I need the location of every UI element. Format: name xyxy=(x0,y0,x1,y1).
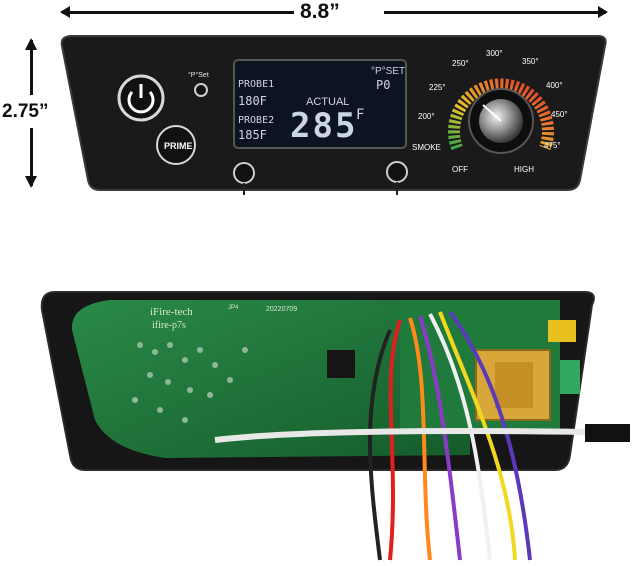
pcb-model-text: ifire-p7s xyxy=(152,320,186,331)
dial-label-250: 250° xyxy=(452,59,469,68)
actual-label: ACTUAL xyxy=(306,96,350,108)
yellow-component xyxy=(548,320,576,342)
width-dimension-label: 8.8” xyxy=(300,0,340,23)
pset-button[interactable] xyxy=(194,83,208,97)
probe2-value: 185F xyxy=(238,128,267,142)
prime-button[interactable] xyxy=(156,125,196,165)
dial-label-450: 450° xyxy=(551,110,568,119)
prime-button-label: PRIME xyxy=(164,141,193,151)
dial-label-225: 225° xyxy=(429,83,446,92)
dial-label-high: HIGH xyxy=(514,165,534,174)
arrow-head-left xyxy=(60,6,70,18)
pset-button-label: °P°Set xyxy=(188,72,209,79)
power-icon xyxy=(127,91,155,114)
dial-label-350: 350° xyxy=(522,57,539,66)
probe-knob-left[interactable] xyxy=(233,162,255,184)
dial-label-400: 400° xyxy=(546,81,563,90)
cable-connector xyxy=(585,424,630,442)
arrow-head-right xyxy=(598,6,608,18)
dial-label-off: OFF xyxy=(452,165,468,174)
height-dimension-label: 2.75” xyxy=(2,101,49,122)
white-probe-cable xyxy=(214,427,586,443)
pcb-jumper-text: JP4 xyxy=(228,305,239,311)
width-arrow-left xyxy=(62,11,294,14)
arrow-head-top xyxy=(25,38,37,50)
probe-knob-right[interactable] xyxy=(386,161,408,183)
height-arrow-top xyxy=(30,40,33,95)
temperature-readout: 285 xyxy=(290,106,358,146)
probe2-label: PROBE2 xyxy=(238,115,275,126)
solder-pads xyxy=(132,342,248,423)
dial-label-smoke: SMOKE xyxy=(412,143,441,152)
dial-label-300: 300° xyxy=(486,49,503,58)
probe1-label: PROBE1 xyxy=(238,79,275,90)
pcb-date-text: 20220709 xyxy=(266,306,298,313)
dial-pointer xyxy=(482,104,502,122)
temperature-dial-arc xyxy=(448,78,554,151)
dial-label-475: 475° xyxy=(544,141,561,150)
dial-label-200: 200° xyxy=(418,112,435,121)
pset-lcd-label: °P°SET xyxy=(371,66,406,77)
pcb-brand-text: iFire-tech xyxy=(150,306,193,318)
arrow-head-bottom xyxy=(25,176,37,188)
pset-lcd-value: P0 xyxy=(376,78,391,92)
temperature-unit: F xyxy=(356,107,365,123)
green-terminal-block xyxy=(560,360,580,394)
microcontroller-chip xyxy=(327,350,355,378)
probe1-value: 180F xyxy=(238,94,267,108)
height-arrow-bottom xyxy=(30,128,33,186)
width-arrow-right xyxy=(384,11,606,14)
transformer-core xyxy=(495,362,533,408)
lcd-screen xyxy=(233,59,407,149)
